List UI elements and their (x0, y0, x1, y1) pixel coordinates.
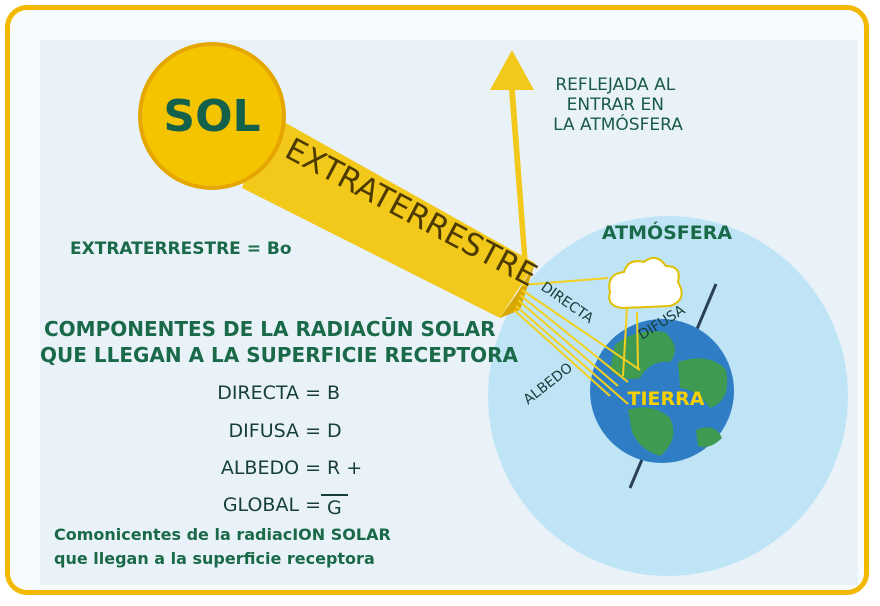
reflected-arrow (490, 50, 534, 270)
component-name-global: GLOBAL = (222, 494, 321, 516)
sun-circle (138, 42, 286, 190)
diagram-frame: SOL EXTRATERRESTRE REFLEJADA AL ENTRAR E… (5, 5, 869, 595)
reflected-line-1: REFLEJADA AL (555, 75, 675, 95)
component-name-albedo: ALBEDO = (220, 457, 321, 479)
diffuse-rays (622, 307, 639, 377)
component-symbol-difusa: D (327, 420, 342, 442)
component-name-directa: DIRECTA = (217, 382, 321, 404)
cloud-icon (608, 256, 683, 310)
atmosphere-label: ATMÓSFERA (602, 220, 733, 244)
components-title-line-2: QUE LLEGAN A LA SUPERFICIE RECEPTORA (40, 343, 519, 367)
component-symbol-directa: B (327, 382, 341, 404)
caption-line-1: Comonicentes de la radiacION SOLAR (54, 525, 391, 544)
reflected-label: REFLEJADA AL ENTRAR EN LA ATMÓSFERA (553, 75, 683, 135)
sun-label: SOL (163, 91, 260, 142)
earth-globe (590, 319, 734, 463)
component-symbol-global: G (321, 494, 348, 519)
radiation-diagram: SOL EXTRATERRESTRE REFLEJADA AL ENTRAR E… (138, 42, 848, 576)
earth-label: TIERRA (628, 388, 705, 410)
reflected-line-2: ENTRAR EN (567, 95, 664, 115)
reflected-line-3: LA ATMÓSFERA (553, 113, 683, 135)
component-name-difusa: DIFUSA = (228, 420, 321, 442)
component-symbol-albedo: R + (327, 457, 363, 479)
extraterrestrial-beam (242, 113, 535, 318)
components-title-line-1: COMPONENTES DE LA RADIACŪN SOLAR (44, 317, 496, 341)
caption-line-2: que llegan a la superficie receptora (54, 549, 375, 568)
extraterrestrial-formula: EXTRATERRESTRE = Bo (70, 239, 292, 259)
direct-rays (513, 277, 641, 405)
